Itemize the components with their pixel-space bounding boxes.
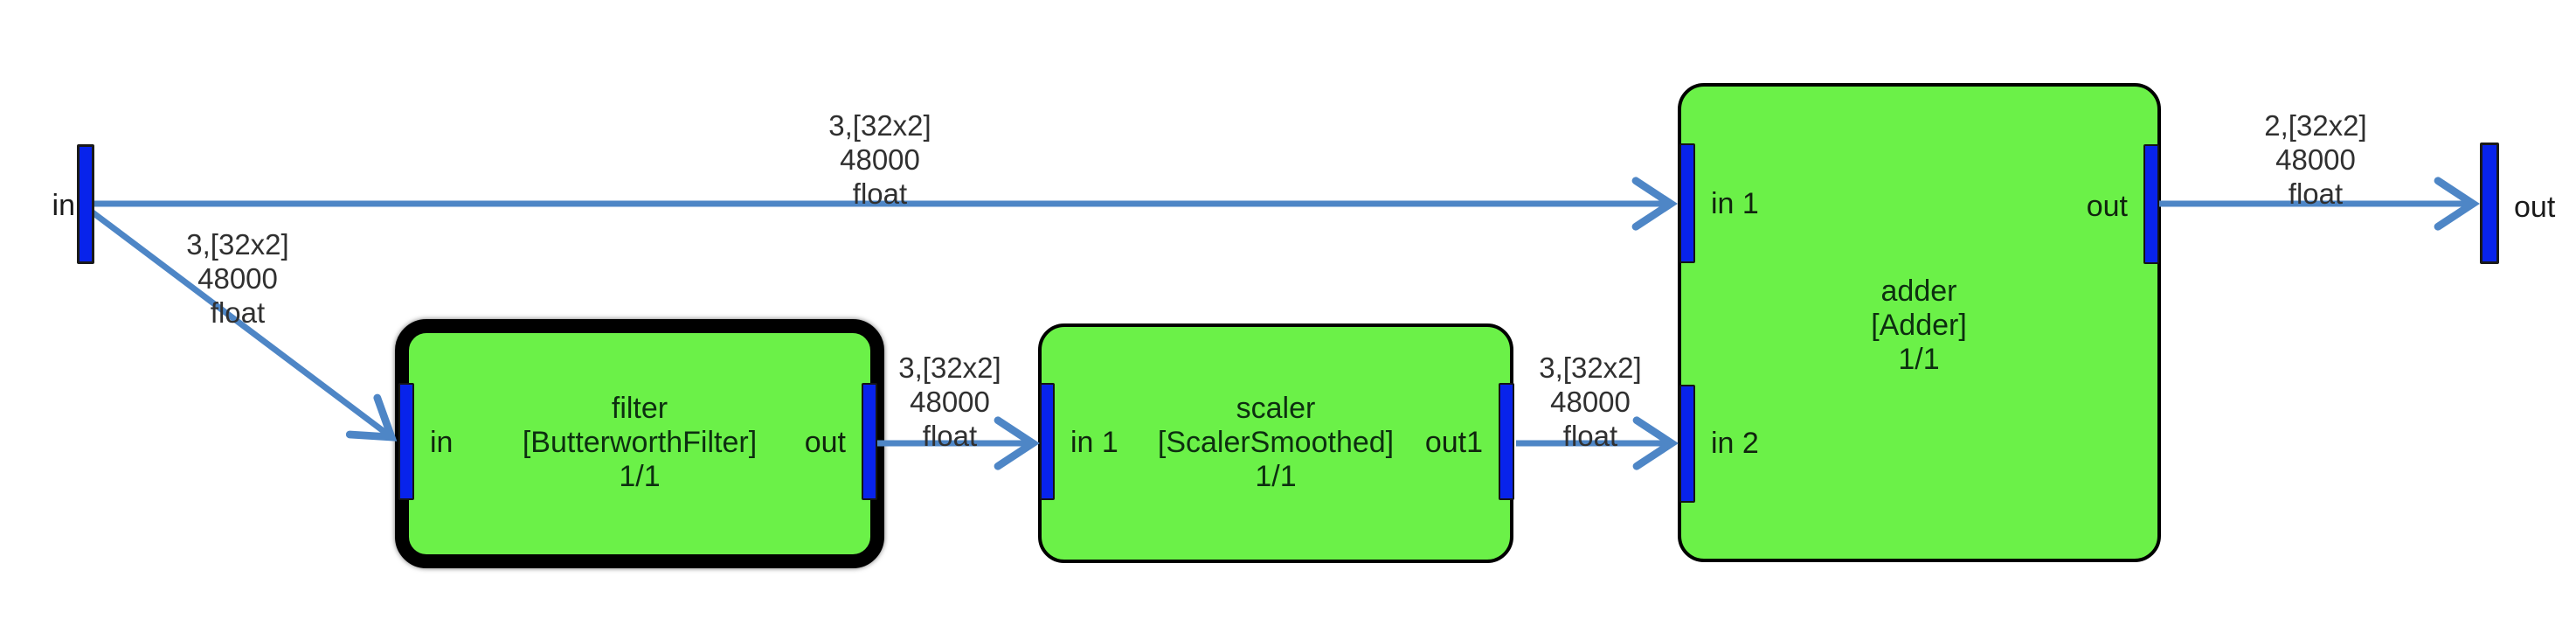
edge-label-line: float <box>2288 177 2344 210</box>
edge-label-line: float <box>1562 420 1618 452</box>
edge-label-line: float <box>210 296 266 329</box>
edge-label-line: 2,[32x2] <box>2264 109 2367 142</box>
filter-class: [ButterworthFilter] <box>522 426 758 459</box>
scaler-rate: 1/1 <box>1255 460 1297 493</box>
edge-label-line: 48000 <box>2275 143 2356 176</box>
filter-in-port-label: in <box>430 426 454 459</box>
edge-label-scaler-adder: 3,[32x2] 48000 float <box>1539 351 1641 453</box>
adder-in1-port-label: in 1 <box>1711 187 1759 220</box>
output-terminal[interactable] <box>2480 143 2499 264</box>
adder-class: [Adder] <box>1871 309 1967 342</box>
edge-label-line: float <box>852 177 908 210</box>
filter-out-port[interactable] <box>862 383 877 500</box>
edge-label-line: 3,[32x2] <box>828 109 931 142</box>
block-adder[interactable] <box>1678 83 2161 562</box>
edge-label-line: float <box>922 420 978 452</box>
filter-in-port[interactable] <box>398 383 414 500</box>
adder-out-port[interactable] <box>2143 144 2159 264</box>
edge-label-in-filter: 3,[32x2] 48000 float <box>186 227 288 330</box>
edge-label-line: 3,[32x2] <box>186 228 289 261</box>
filter-rate: 1/1 <box>619 460 661 493</box>
adder-in1-port[interactable] <box>1679 143 1695 263</box>
adder-in2-port[interactable] <box>1679 385 1695 503</box>
filter-title: filter [ButterworthFilter] 1/1 <box>523 392 757 494</box>
input-terminal-label: in <box>52 189 75 222</box>
adder-title: adder [Adder] 1/1 <box>1871 275 1967 377</box>
output-terminal-label: out <box>2514 191 2556 224</box>
edge-label-line: 48000 <box>840 143 920 176</box>
filter-name: filter <box>611 392 668 425</box>
scaler-in1-port-label: in 1 <box>1070 426 1118 459</box>
edge-in-to-filter-in[interactable] <box>90 210 398 442</box>
scaler-class: [ScalerSmoothed] <box>1157 426 1395 459</box>
block-filter[interactable] <box>395 319 884 568</box>
edge-label-in-adder: 3,[32x2] 48000 float <box>828 108 931 211</box>
scaler-out1-port[interactable] <box>1499 383 1514 500</box>
filter-out-port-label: out <box>804 426 846 459</box>
adder-name: adder <box>1880 275 1957 308</box>
edge-label-line: 48000 <box>197 262 278 295</box>
edge-label-line: 48000 <box>910 386 990 418</box>
edge-label-line: 3,[32x2] <box>1539 351 1642 384</box>
adder-out-port-label: out <box>2086 190 2128 223</box>
input-terminal[interactable] <box>77 144 94 264</box>
adder-rate: 1/1 <box>1898 343 1940 376</box>
edge-label-line: 48000 <box>1550 386 1631 418</box>
scaler-out1-port-label: out1 <box>1424 426 1483 459</box>
edge-label-filter-scaler: 3,[32x2] 48000 float <box>898 351 1001 453</box>
scaler-title: scaler [ScalerSmoothed] 1/1 <box>1158 392 1394 494</box>
edge-label-line: 3,[32x2] <box>898 351 1001 384</box>
adder-in2-port-label: in 2 <box>1711 427 1759 460</box>
scaler-name: scaler <box>1236 392 1316 425</box>
edge-label-adder-out: 2,[32x2] 48000 float <box>2264 108 2366 211</box>
scaler-in1-port[interactable] <box>1040 383 1055 500</box>
